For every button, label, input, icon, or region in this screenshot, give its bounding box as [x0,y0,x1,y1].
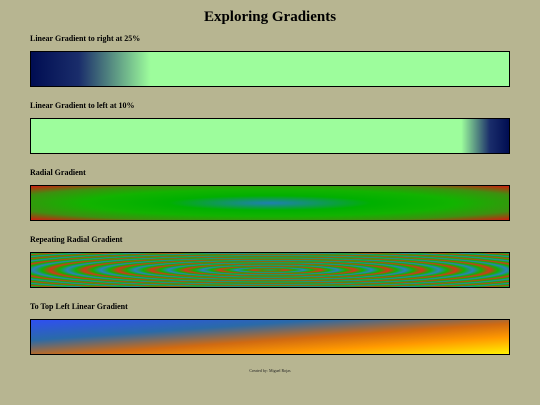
section-label-radial: Radial Gradient [30,168,86,177]
gradient-swatch-radial [30,185,510,221]
gradient-swatch-linear-left [30,118,510,154]
gradient-swatch-repeating-radial [30,252,510,288]
page-title: Exploring Gradients [203,9,337,25]
footer-credit: Created by: Miguel Rojas [249,368,291,373]
section-label-top-left-linear: To Top Left Linear Gradient [30,302,128,311]
section-label-repeating-radial: Repeating Radial Gradient [30,235,123,244]
gradient-swatch-linear-right [30,51,510,87]
section-label-linear-left: Linear Gradient to left at 10% [30,101,135,110]
gradient-swatch-top-left-linear [30,319,510,355]
section-label-linear-right: Linear Gradient to right at 25% [30,34,141,43]
